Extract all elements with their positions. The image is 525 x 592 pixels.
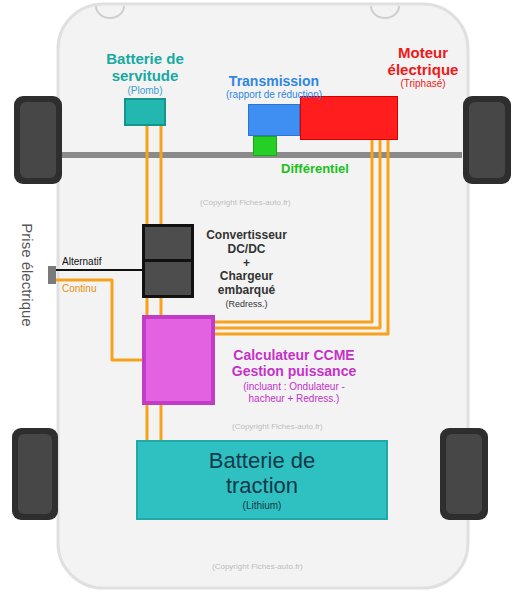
auxiliary-battery: Batterie de servitude(Plomb) <box>124 98 166 126</box>
motor-box: Moteur électrique(Triphasé) <box>300 96 398 140</box>
traction-battery: Batterie de traction (Lithium) <box>136 440 388 520</box>
part-name: Chargeur embarqué <box>199 270 294 298</box>
part-note: (incluant : Ondulateur - hacheur + Redre… <box>237 381 352 405</box>
part-name: Différentiel <box>281 161 349 176</box>
wire-connector <box>147 298 161 315</box>
watermark: (Copyright Fiches-auto.fr) <box>212 562 303 571</box>
part-note: (rapport de réduction) <box>199 89 349 100</box>
wheel <box>12 428 58 520</box>
wheel <box>463 96 511 184</box>
controller-box: Calculateur CCMEGestion puissance(inclua… <box>142 315 215 405</box>
caption-group: Prise électrique <box>19 223 36 326</box>
part-name: Calculateur CCME <box>219 347 369 363</box>
plug-socket: Prise électrique <box>48 266 56 284</box>
watermark: (Copyright Fiches-auto.fr) <box>232 422 323 431</box>
caption-group: Batterie de servitude(Plomb) <box>85 51 205 96</box>
part-name: + <box>199 257 294 271</box>
part-note: (Triphasé) <box>373 78 473 89</box>
wire <box>56 269 142 271</box>
part-name: Gestion puissance <box>219 363 369 379</box>
wheel <box>14 96 62 184</box>
caption-group: Transmission(rapport de réduction) <box>199 73 349 100</box>
differential-box: Différentiel <box>253 136 277 156</box>
watermark: (Copyright Fiches-auto.fr) <box>200 198 291 207</box>
wire <box>146 405 149 440</box>
wire-connector <box>147 405 161 440</box>
part-name: Batterie de traction <box>187 449 337 497</box>
part-note: (Lithium) <box>187 500 337 511</box>
wire <box>56 280 142 360</box>
caption-group: Différentiel <box>281 161 349 176</box>
wire <box>146 298 149 315</box>
part-name: Prise électrique <box>19 223 36 326</box>
caption-group: Batterie de traction (Lithium) <box>187 449 337 510</box>
converter-charger-box: Convertisseur DC/DC+Chargeur embarqué(Re… <box>142 224 194 298</box>
part-name: Moteur électrique <box>373 45 473 78</box>
car-body <box>58 4 468 588</box>
headlight <box>96 6 124 18</box>
wire <box>160 405 163 440</box>
divider-line <box>145 259 191 262</box>
part-name: Batterie de servitude <box>85 51 205 84</box>
wire-connector <box>56 270 142 271</box>
wire <box>146 126 149 224</box>
wheel <box>440 428 488 520</box>
wire-connector <box>56 280 142 360</box>
part-name: Convertisseur DC/DC <box>199 229 294 257</box>
caption-group: Moteur électrique(Triphasé) <box>373 45 473 89</box>
wire-label: Continu <box>62 283 96 294</box>
caption-group: Calculateur CCMEGestion puissance (inclua… <box>219 347 369 405</box>
part-note: (Redress.) <box>199 299 294 309</box>
wire <box>160 298 163 315</box>
part-name: Transmission <box>199 73 349 89</box>
wire <box>160 126 163 224</box>
part-note: (Plomb) <box>85 85 205 96</box>
transmission-box: Transmission(rapport de réduction) <box>248 104 300 136</box>
headlight <box>371 6 399 18</box>
wire-connector <box>147 126 161 224</box>
caption-group: Convertisseur DC/DC+Chargeur embarqué(Re… <box>199 229 294 309</box>
wire-label: Alternatif <box>62 256 101 267</box>
